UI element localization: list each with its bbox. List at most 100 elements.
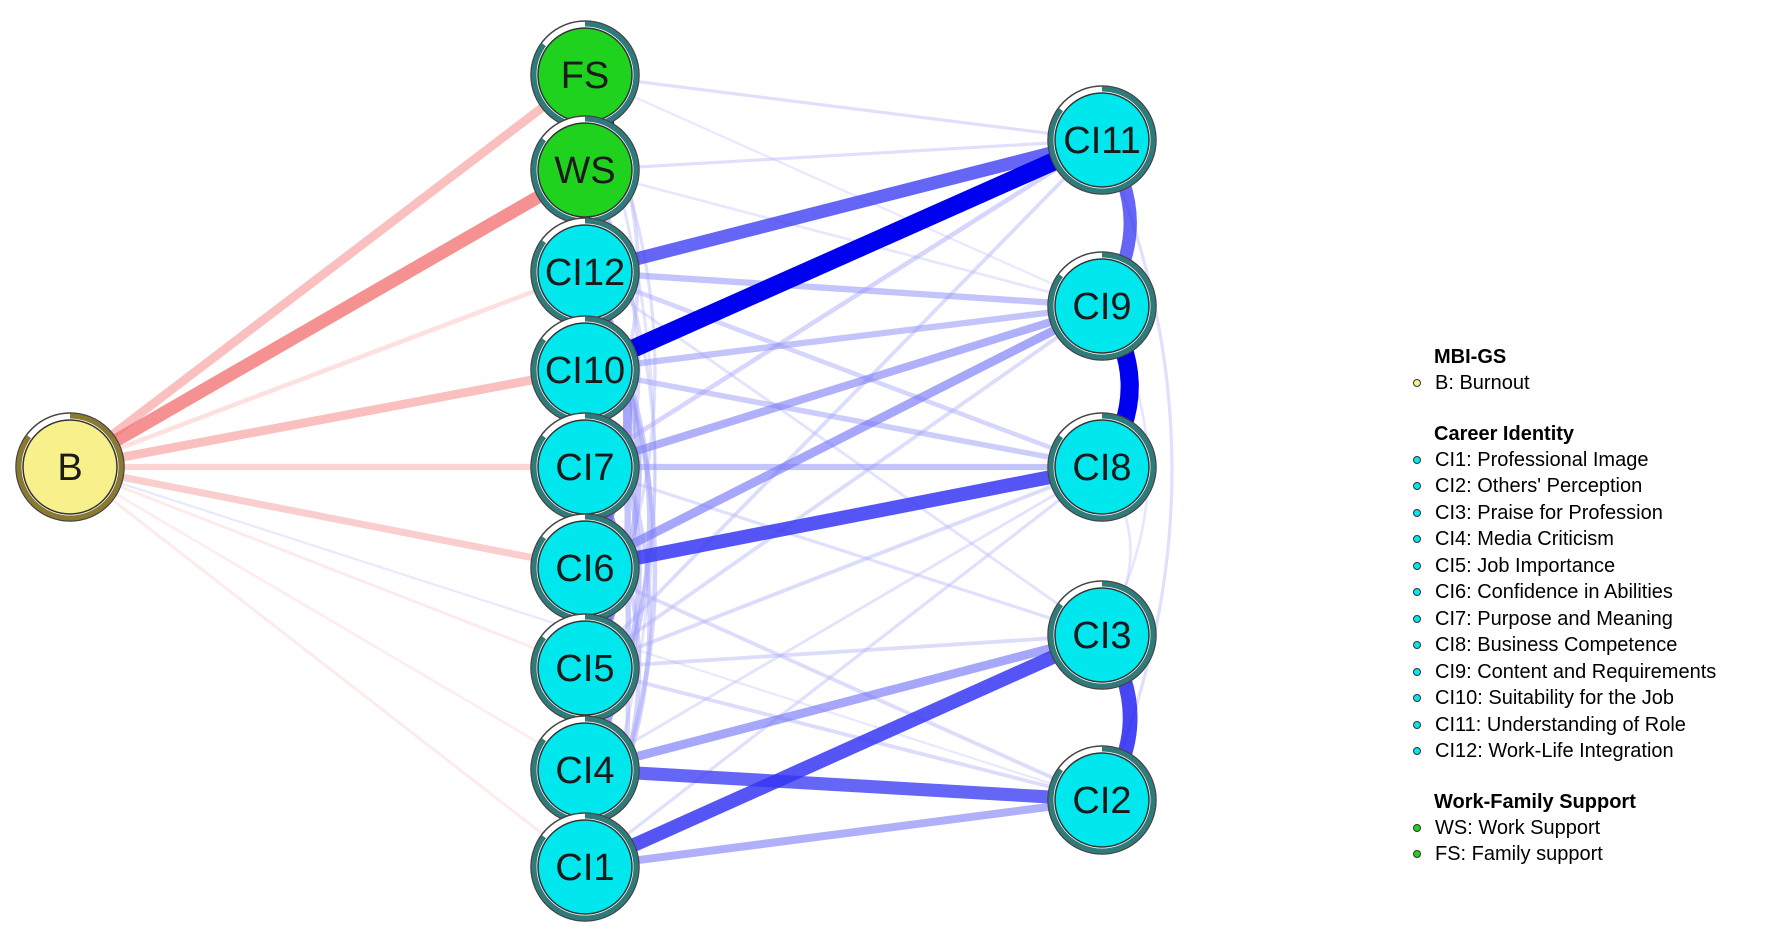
legend-item: CI10: Suitability for the Job xyxy=(1408,685,1780,712)
legend-item-label: CI5: Job Importance xyxy=(1435,554,1616,577)
legend-item: CI3: Praise for Profession xyxy=(1408,500,1780,527)
node-ring xyxy=(1048,252,1156,360)
node-label: CI5 xyxy=(555,648,614,690)
edge-ci12-ci11 xyxy=(578,133,1109,279)
legend-dot-icon xyxy=(1413,747,1421,756)
node-label: B xyxy=(57,447,82,489)
node-fill xyxy=(1054,92,1150,188)
legend-item-label: CI3: Praise for Profession xyxy=(1435,501,1663,524)
legend-dot-icon xyxy=(1413,508,1421,517)
nodes-layer: BFSWSCI12CI10CI7CI6CI5CI4CI1CI11CI9CI8CI… xyxy=(15,20,1157,922)
legend-item-label: CI9: Content and Requirements xyxy=(1435,660,1717,683)
node-fill xyxy=(1054,587,1150,683)
node-ring xyxy=(1048,581,1156,689)
legend-item-label: CI6: Confidence in Abilities xyxy=(1435,581,1673,603)
legend-item: CI2: Others' Perception xyxy=(1408,473,1780,500)
edge-b-ci4 xyxy=(68,465,587,772)
edge-b-ci6 xyxy=(66,463,589,572)
edge-ci5-ci2 xyxy=(583,666,1104,802)
node-label: CI2 xyxy=(1072,780,1131,822)
node-fill xyxy=(537,122,633,218)
node-ci11: CI11 xyxy=(1047,85,1157,195)
legend-item: B: Burnout xyxy=(1408,370,1780,397)
legend-dot-icon xyxy=(1413,455,1421,464)
legend-item-label: CI12: Work-Life Integration xyxy=(1435,740,1674,762)
legend-item-label: FS: Family support xyxy=(1435,843,1603,865)
edge-ci6-ci2 xyxy=(583,566,1104,802)
edge-ci4-ci2 xyxy=(578,763,1109,807)
edge-ci10-ci8 xyxy=(582,367,1105,470)
legend-item-label: CI2: Others' Perception xyxy=(1435,475,1643,497)
legend-dot-icon xyxy=(1413,641,1421,650)
node-ring xyxy=(16,413,124,521)
edge-ws-ci11 xyxy=(583,138,1104,172)
node-label: CI8 xyxy=(1072,447,1131,489)
node-ci6: CI6 xyxy=(530,513,640,623)
node-label: CI12 xyxy=(545,252,625,294)
edge-ci7-ci3 xyxy=(583,465,1104,637)
node-ci1: CI1 xyxy=(530,812,640,922)
node-ci9: CI9 xyxy=(1047,251,1157,361)
node-ring xyxy=(531,813,639,921)
edge-ci7-ci9 xyxy=(581,302,1106,471)
legend-item-label: CI11: Understanding of Role xyxy=(1435,713,1686,736)
edge-ci1-ci3 xyxy=(578,628,1109,874)
edge-ci5-ci11 xyxy=(583,138,1104,670)
node-ring xyxy=(1048,86,1156,194)
edge-ci1-ci2 xyxy=(581,796,1106,871)
legend-group-title: Work-Family Support xyxy=(1434,790,1636,813)
legend-item: CI11: Understanding of Role xyxy=(1408,712,1780,739)
node-ci5: CI5 xyxy=(530,613,640,723)
legend-item: FS: Family support xyxy=(1408,841,1780,868)
legend-item-label: CI4: Media Criticism xyxy=(1435,528,1614,550)
edge-fs-ci11 xyxy=(583,73,1104,142)
edge-ci4-ci8 xyxy=(583,465,1104,772)
legend-item: CI5: Job Importance xyxy=(1408,553,1780,580)
edge-ci1-ci8 xyxy=(583,465,1104,869)
edge-b-fs xyxy=(65,70,590,472)
legend-item: CI12: Work-Life Integration xyxy=(1408,738,1780,765)
node-fill xyxy=(22,419,118,515)
edge-ws-ci9 xyxy=(583,168,1104,308)
node-ring xyxy=(1048,413,1156,521)
node-label: CI9 xyxy=(1072,286,1131,328)
edge-ci5-ci8 xyxy=(583,465,1104,670)
edge-b-ci10 xyxy=(65,365,590,472)
node-label: CI4 xyxy=(555,750,614,792)
legend-dot-icon xyxy=(1413,850,1421,859)
node-fill xyxy=(1054,752,1150,848)
legend-item-label: CI1: Professional Image xyxy=(1435,448,1649,471)
edge-fs-ci9 xyxy=(583,73,1104,308)
node-b: B xyxy=(15,412,125,522)
node-label: CI6 xyxy=(555,548,614,590)
node-label: CI11 xyxy=(1063,120,1140,162)
edge-ci5-ci9 xyxy=(583,304,1104,670)
edge-ci6-ci8 xyxy=(578,460,1109,575)
edge-ci5-ci3 xyxy=(583,633,1104,670)
legend-item: WS: Work Support xyxy=(1408,815,1780,842)
node-label: CI3 xyxy=(1072,615,1131,657)
node-label: CI10 xyxy=(545,350,625,392)
edge-b-ws xyxy=(63,163,592,474)
edge-ci10-ci11 xyxy=(575,130,1112,380)
edge-ci10-ci9 xyxy=(581,302,1106,374)
edge-b-ci1 xyxy=(68,465,587,869)
edge-ci4-ci3 xyxy=(580,630,1107,775)
node-ci10: CI10 xyxy=(530,315,640,425)
legend-item-label: WS: Work Support xyxy=(1435,816,1601,839)
legend-item-label: B: Burnout xyxy=(1435,372,1530,394)
legend-item-label: CI7: Purpose and Meaning xyxy=(1435,607,1673,630)
node-fill xyxy=(537,819,633,915)
legend-dot-icon xyxy=(1413,535,1421,544)
node-ci8: CI8 xyxy=(1047,412,1157,522)
node-fs: FS xyxy=(530,20,640,130)
edge-ci6-ci9 xyxy=(580,301,1107,573)
edge-ci12-ci9 xyxy=(581,268,1106,310)
legend-dot-icon xyxy=(1413,823,1421,832)
node-ci4: CI4 xyxy=(530,715,640,825)
legend-item: CI9: Content and Requirements xyxy=(1408,659,1780,686)
